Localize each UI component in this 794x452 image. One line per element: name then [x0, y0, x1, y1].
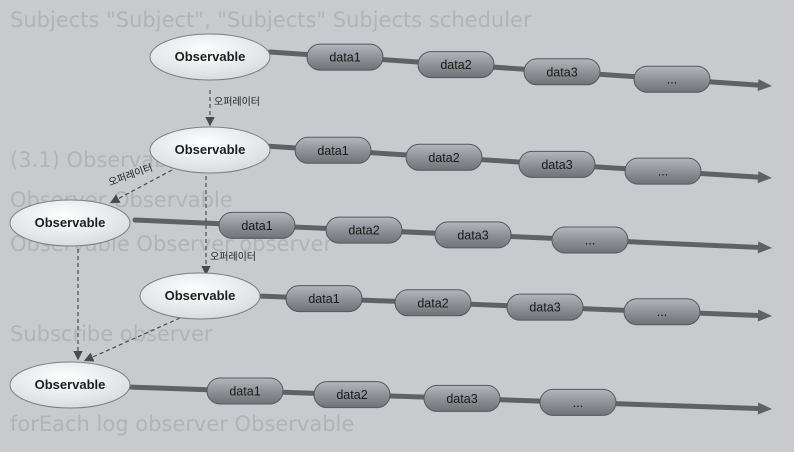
stream-row: Observable data1 data2 data3... [149, 126, 702, 185]
data-item-label: data1 [317, 144, 348, 158]
data-item-chip [551, 226, 629, 254]
data-item-chip [539, 388, 617, 416]
bg-text-line: forEach log observer Observable [10, 412, 355, 436]
stream-row: Observable data1 data2 data3... [149, 33, 711, 93]
data-item-chip [313, 381, 391, 409]
stream-row: Observable data1 data2 data3... [9, 361, 617, 416]
observable-node-label: Observable [175, 142, 246, 157]
observable-node [9, 199, 131, 247]
data-item-label: data3 [446, 392, 477, 406]
data-item-label: data2 [440, 58, 471, 72]
data-item-chip [633, 65, 711, 93]
data-item-label: data2 [417, 296, 448, 310]
data-item-label: data3 [529, 301, 560, 315]
data-item-label: data1 [329, 51, 360, 65]
data-item-chip [417, 51, 495, 79]
observable-node-label: Observable [175, 49, 246, 64]
data-item-label: data2 [428, 151, 459, 165]
data-item-label: ... [658, 165, 668, 179]
operator-arrow [109, 169, 173, 204]
data-item-label: data1 [241, 219, 272, 233]
data-item-label: data3 [457, 228, 488, 242]
data-item-label: ... [657, 305, 667, 319]
timeline-arrowhead [757, 309, 772, 322]
data-item-label: ... [585, 234, 595, 248]
operator-connectors: 오퍼레이터 오퍼레이터 오퍼레이터 [73, 90, 260, 362]
observable-node-label: Observable [35, 377, 106, 392]
data-item-label: data1 [229, 384, 260, 398]
stream-row: Observable data1 data2 data3... [139, 272, 701, 326]
data-item-label: data3 [546, 65, 577, 79]
data-item-chip [285, 285, 363, 313]
data-item-chip [218, 211, 296, 239]
data-item-label: data2 [348, 224, 379, 238]
data-item-chip [624, 157, 702, 185]
bg-text-line: Subscribe observer [10, 322, 213, 346]
bg-text-line: Subjects "Subject", "Subjects" Subjects … [10, 8, 532, 32]
data-item-chip [294, 136, 372, 164]
operator-label: 오퍼레이터 [214, 96, 260, 108]
observable-node [149, 126, 271, 174]
data-item-chip [206, 377, 284, 405]
stream-row: Observable data1 data2 data3... [9, 199, 629, 254]
timeline-arrowhead [757, 402, 772, 415]
data-item-label: ... [573, 396, 583, 410]
observable-node-label: Observable [35, 215, 106, 230]
observable-node [139, 272, 261, 320]
data-item-label: ... [667, 73, 677, 87]
data-item-chip [623, 298, 701, 326]
observable-node [149, 33, 271, 81]
observable-node-label: Observable [165, 288, 236, 303]
operator-label: 오퍼레이터 [210, 251, 256, 263]
data-item-chip [518, 150, 596, 178]
observable-node [9, 361, 131, 409]
timeline-arrowhead [757, 171, 772, 184]
data-item-chip [506, 293, 584, 321]
data-item-chip [423, 384, 501, 412]
data-item-chip [523, 58, 601, 86]
timeline-arrowhead [757, 79, 772, 92]
data-item-label: data3 [541, 158, 572, 172]
operator-label: 오퍼레이터 [107, 162, 154, 189]
data-item-label: data2 [336, 388, 367, 402]
data-item-chip [434, 221, 512, 249]
merge-arrow [83, 317, 181, 362]
data-item-chip [405, 143, 483, 171]
timeline-arrowhead [757, 241, 772, 254]
data-item-label: data1 [308, 292, 339, 306]
data-item-chip [394, 289, 472, 317]
data-item-chip [306, 43, 384, 71]
streams: Observable data1 data2 data3... Observable da… [9, 33, 711, 416]
data-item-chip [325, 216, 403, 244]
